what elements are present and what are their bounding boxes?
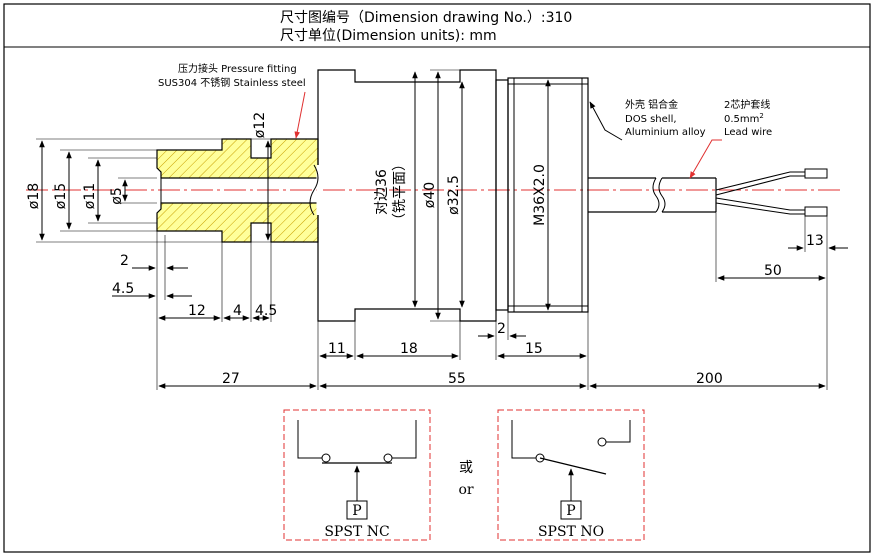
or-cn: 或 [459, 460, 473, 476]
dim-h27: 27 [222, 371, 240, 387]
fitting-material-label: SUS304 不锈钢 Stainless steel [158, 76, 306, 89]
dim-h13: 13 [806, 233, 824, 249]
nc-label: SPST NC [324, 524, 389, 540]
wire-label-en: Lead wire [724, 127, 772, 138]
dim-d18: ø18 [26, 183, 42, 209]
dim-d5: ø5 [109, 187, 125, 204]
dim-h18: 18 [400, 341, 418, 357]
no-p-label: P [566, 503, 575, 519]
dim-h2b: 2 [497, 321, 506, 337]
dim-h4: 4 [233, 303, 242, 319]
dim-h4-5: 4.5 [112, 281, 134, 297]
dim-h11: 11 [328, 341, 346, 357]
dim-d15: ø15 [53, 183, 69, 209]
shell-label-cn: 外壳 铝合金 [625, 98, 678, 111]
dim-hex: 对边36 [374, 169, 390, 215]
dim-h200: 200 [696, 371, 723, 387]
leader-lines [294, 91, 722, 179]
diameter-dimension-lines [36, 69, 551, 322]
switch-nc-diagram: P SPST NC [283, 409, 431, 541]
shell-label-en2: Aluminium alloy [625, 127, 706, 138]
switch-no-diagram: P SPST NO [497, 409, 645, 541]
horizontal-dimension-lines [112, 212, 848, 390]
dim-h55: 55 [448, 371, 466, 387]
dim-d11: ø11 [82, 183, 98, 209]
dim-h2: 2 [120, 253, 129, 269]
dim-d12: ø12 [252, 112, 268, 138]
dim-h12: 12 [188, 303, 206, 319]
dim-d40: ø40 [422, 182, 438, 208]
wire-size-label: 0.5mm2 [724, 112, 764, 125]
title-line-1: 尺寸图编号（Dimension drawing No.）:310 [280, 10, 572, 26]
dim-h50: 50 [764, 263, 782, 279]
fitting-label: 压力接头 Pressure fitting [178, 62, 297, 75]
no-label: SPST NO [538, 524, 604, 540]
dim-thread: M36X2.0 [532, 164, 548, 226]
dim-hex-note: （铣平面） [392, 157, 408, 227]
wire-label-cn: 2芯护套线 [724, 98, 770, 111]
title-line-2: 尺寸单位(Dimension units): mm [280, 28, 497, 44]
nc-p-label: P [352, 503, 361, 519]
dim-h4-5b: 4.5 [255, 303, 277, 319]
cable [588, 168, 828, 217]
dim-h15: 15 [525, 341, 543, 357]
dim-d32-5: ø32.5 [446, 175, 462, 215]
or-en: or [458, 482, 473, 498]
frame-border [3, 3, 871, 553]
shell-label-en1: DOS shell, [625, 114, 677, 125]
thread-section [495, 77, 589, 313]
